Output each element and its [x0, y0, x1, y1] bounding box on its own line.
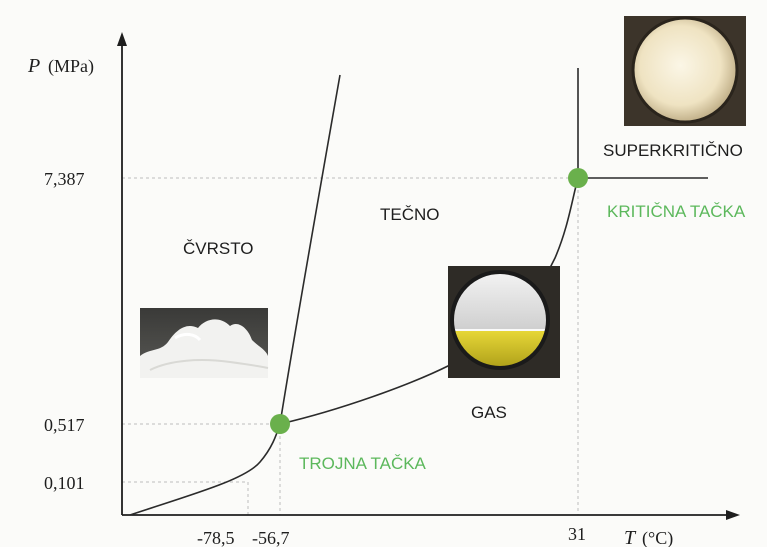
triple-point-marker [270, 414, 290, 434]
region-supercritical-label: SUPERKRITIČNO [603, 141, 743, 160]
x-tick-critical: 31 [568, 524, 586, 544]
critical-point-marker [568, 168, 588, 188]
solid-dry-ice-photo [140, 308, 269, 378]
region-solid-label: ČVRSTO [183, 239, 254, 258]
x-tick-triple: -56,7 [252, 528, 290, 547]
x-axis-symbol: T [624, 527, 637, 547]
y-axis-arrow-icon [117, 32, 127, 46]
y-axis-unit: (MPa) [48, 56, 94, 77]
melting-curve [279, 74, 341, 425]
sublimation-curve [129, 423, 281, 516]
x-axis-arrow-icon [726, 510, 740, 520]
y-tick-atmospheric: 0,101 [44, 473, 85, 493]
liquid-gas-vessel-photo [448, 266, 560, 378]
triple-point-label: TROJNA TAČKA [299, 454, 427, 473]
phase-boundaries [129, 68, 708, 516]
axes [117, 32, 740, 520]
region-gas-label: GAS [471, 403, 507, 422]
x-tick-sublimation: -78,5 [197, 528, 235, 547]
critical-point-label: KRITIČNA TAČKA [607, 202, 746, 221]
x-axis-unit: (°C) [642, 528, 673, 547]
y-tick-critical: 7,387 [44, 169, 85, 189]
y-tick-triple: 0,517 [44, 415, 85, 435]
supercritical-vessel-photo [624, 16, 746, 126]
region-liquid-label: TEČNO [380, 205, 440, 224]
y-axis-symbol: P [27, 55, 40, 77]
